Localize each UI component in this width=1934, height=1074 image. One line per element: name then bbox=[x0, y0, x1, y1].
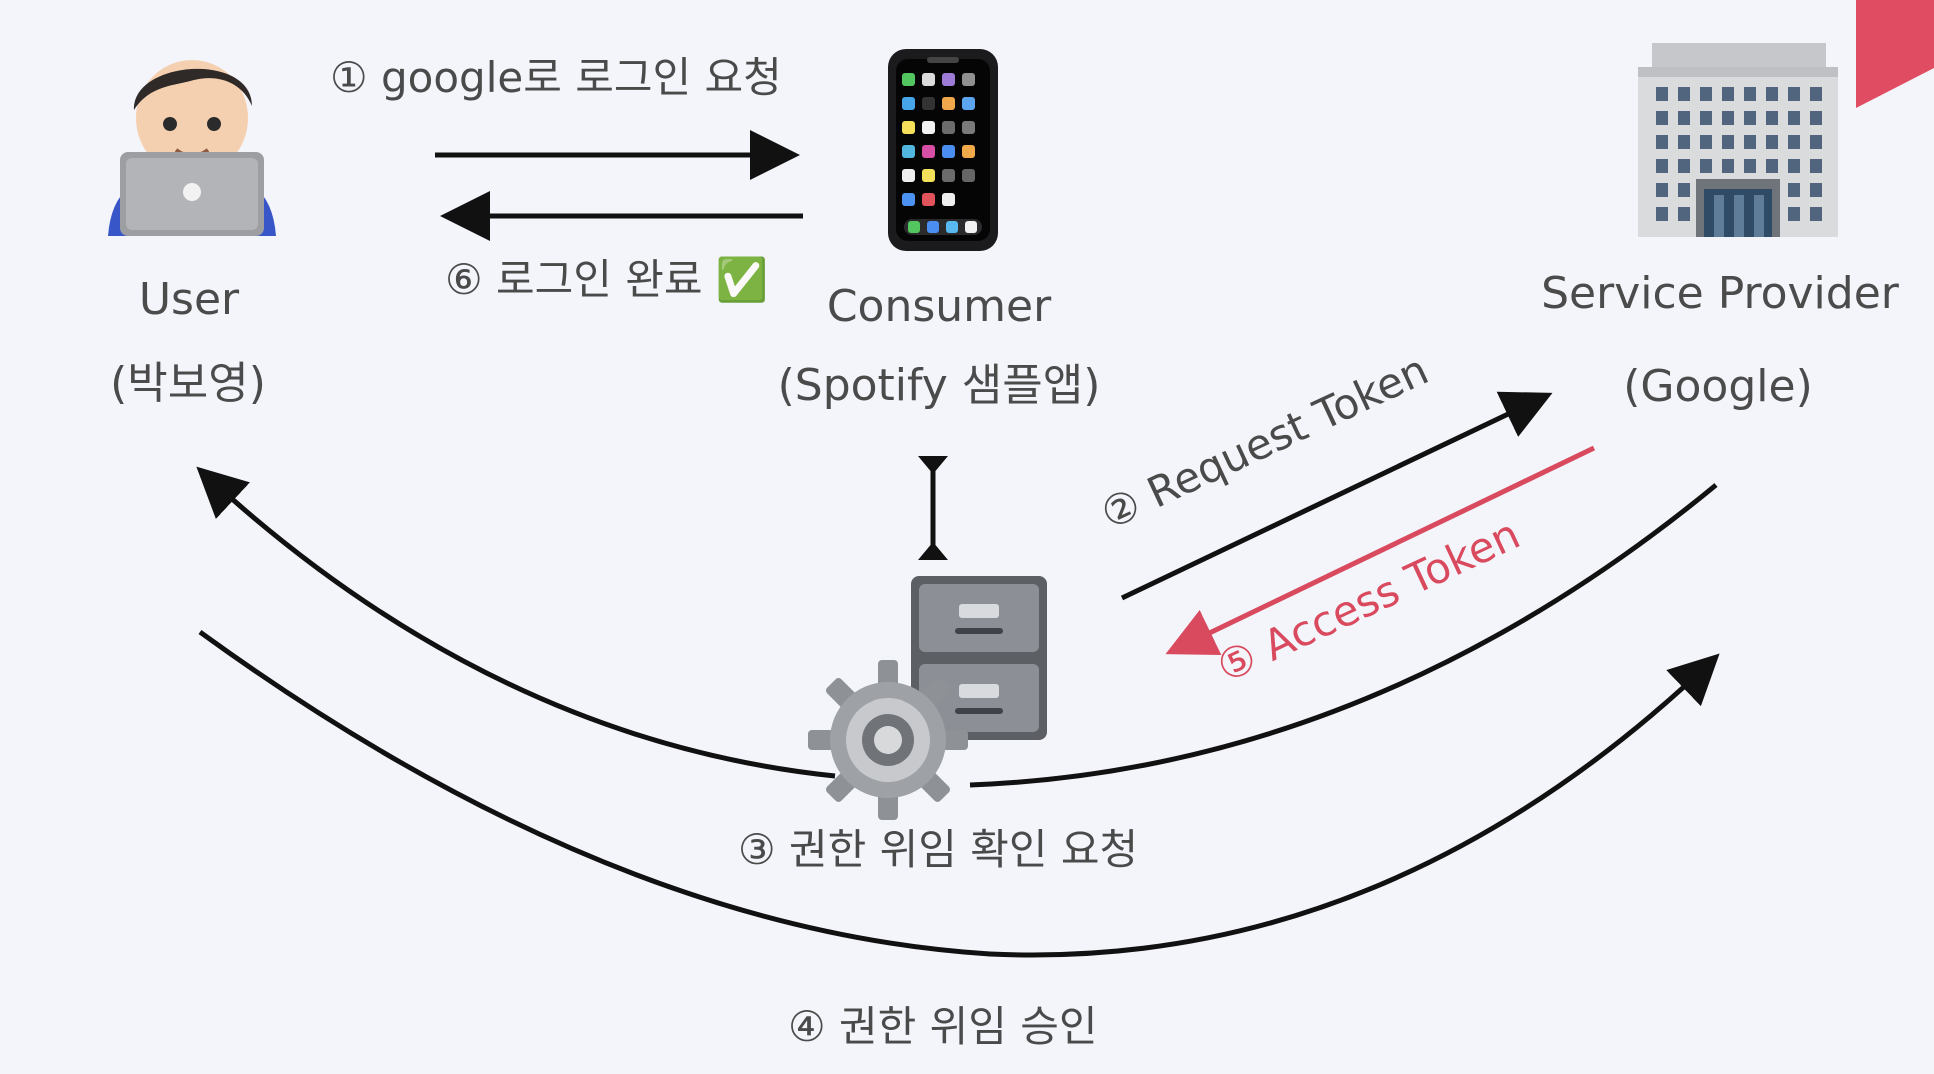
consumer-subtitle: (Spotify 샘플앱) bbox=[764, 360, 1114, 411]
arrow-request-token bbox=[1120, 391, 1553, 601]
arrow-consent-request-return bbox=[196, 466, 836, 779]
step-1-label: ① google로 로그인 요청 bbox=[330, 53, 782, 102]
corner-flag-decoration bbox=[1856, 0, 1934, 108]
consumer-label: Consumer bbox=[814, 281, 1064, 332]
step-5-label: ⑤ Access Token bbox=[1210, 509, 1528, 692]
office-building-icon bbox=[1638, 43, 1838, 237]
file-cabinet-icon bbox=[911, 576, 1047, 740]
step-4-label: ④ 권한 위임 승인 bbox=[788, 1002, 1098, 1051]
consumer-sub: (Spotify 샘플앱) bbox=[777, 360, 1101, 411]
arrow-consent-request bbox=[969, 483, 1718, 788]
step-3-label: ③ 권한 위임 확인 요청 bbox=[738, 825, 1139, 874]
person-with-laptop-icon bbox=[108, 60, 276, 236]
step-2-label: ② Request Token bbox=[1094, 345, 1436, 539]
provider-name: Service Provider bbox=[1541, 268, 1899, 319]
user-subtitle: (박보영) bbox=[88, 358, 288, 409]
arrow-access-token bbox=[1165, 445, 1596, 656]
arrow-approval bbox=[198, 629, 1720, 958]
provider-subtitle: (Google) bbox=[1598, 361, 1838, 412]
consumer-name: Consumer bbox=[826, 281, 1052, 332]
provider-sub: (Google) bbox=[1623, 361, 1813, 412]
consumer-storage-connector bbox=[918, 456, 948, 560]
gear-icon bbox=[808, 660, 968, 820]
smartphone-icon bbox=[888, 49, 998, 251]
provider-label: Service Provider bbox=[1530, 268, 1910, 319]
user-sub: (박보영) bbox=[110, 358, 266, 409]
user-name: User bbox=[138, 274, 240, 325]
user-label: User bbox=[108, 274, 270, 325]
step-6-label: ⑥ 로그인 완료 ✅ bbox=[445, 255, 769, 304]
